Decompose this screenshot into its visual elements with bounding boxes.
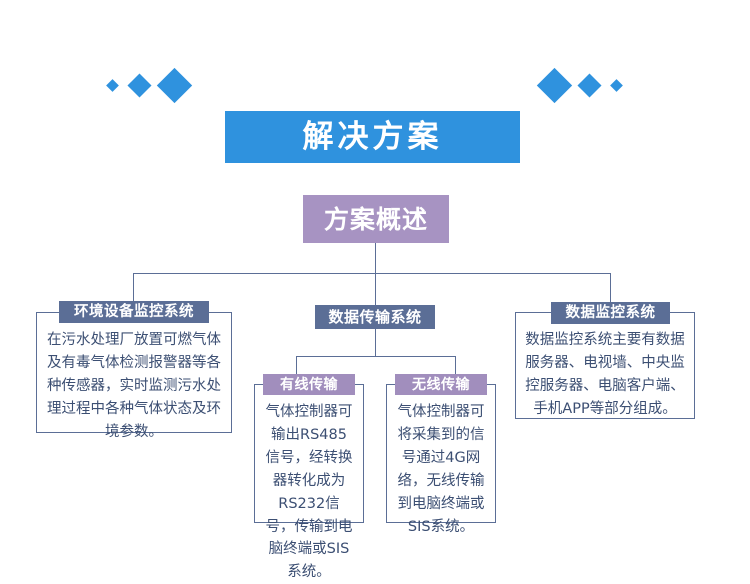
page-title: 解决方案 — [302, 118, 443, 155]
connector-drop-wired — [296, 356, 297, 384]
card-wired-transmission-title: 有线传输 — [263, 374, 355, 395]
diamond-icon — [156, 67, 193, 103]
connector-transmission-bus — [296, 356, 455, 357]
card-environment-monitoring-title: 环境设备监控系统 — [59, 301, 209, 323]
card-wireless-transmission-body: 气体控制器可将采集到的信号通过4G网络，无线传输到电脑终端或SIS系统。 — [397, 404, 485, 535]
card-wired-transmission-body: 气体控制器可输出RS485信号，经转换器转化成为RS232信号，传输到电脑终端或… — [265, 404, 353, 581]
connector-root-drop — [375, 243, 376, 274]
card-data-monitoring-body: 数据监控系统主要有数据服务器、电视墙、中央监控服务器、电脑客户端、手机APP等部… — [525, 332, 685, 417]
card-data-monitoring-title: 数据监控系统 — [551, 302, 670, 324]
header-banner: 解决方案 — [0, 50, 750, 163]
card-environment-monitoring: 在污水处理厂放置可燃气体及有毒气体检测报警器等各种传感器，实时监测污水处理过程中… — [36, 312, 232, 440]
card-data-monitoring: 数据监控系统主要有数据服务器、电视墙、中央监控服务器、电脑客户端、手机APP等部… — [515, 312, 695, 419]
card-environment-monitoring-body: 在污水处理厂放置可燃气体及有毒气体检测报警器等各种传感器，实时监测污水处理过程中… — [47, 332, 221, 440]
card-wired-transmission: 气体控制器可输出RS485信号，经转换器转化成为RS232信号，传输到电脑终端或… — [254, 384, 364, 580]
card-data-transmission-title: 数据传输系统 — [315, 305, 435, 329]
connector-drop-right — [610, 273, 611, 312]
connector-transmission-drop — [375, 329, 376, 356]
diamond-icon — [577, 72, 602, 98]
diamond-icon — [610, 78, 623, 92]
connector-drop-left — [133, 273, 134, 312]
root-node-label: 方案概述 — [323, 204, 428, 234]
diamond-icon — [127, 72, 152, 98]
connector-horizontal-bus — [133, 273, 611, 274]
card-wireless-transmission-title: 无线传输 — [395, 374, 487, 395]
connector-drop-wireless — [455, 356, 456, 384]
root-node-overview: 方案概述 — [303, 195, 449, 243]
diamond-icon — [106, 78, 119, 92]
diamond-ornament-right — [536, 50, 623, 120]
card-wireless-transmission: 气体控制器可将采集到的信号通过4G网络，无线传输到电脑终端或SIS系统。 — [386, 384, 496, 535]
diamond-ornament-left — [106, 50, 193, 120]
page-title-plate: 解决方案 — [225, 111, 520, 163]
connector-drop-middle — [375, 273, 376, 306]
diamond-icon — [536, 67, 573, 103]
